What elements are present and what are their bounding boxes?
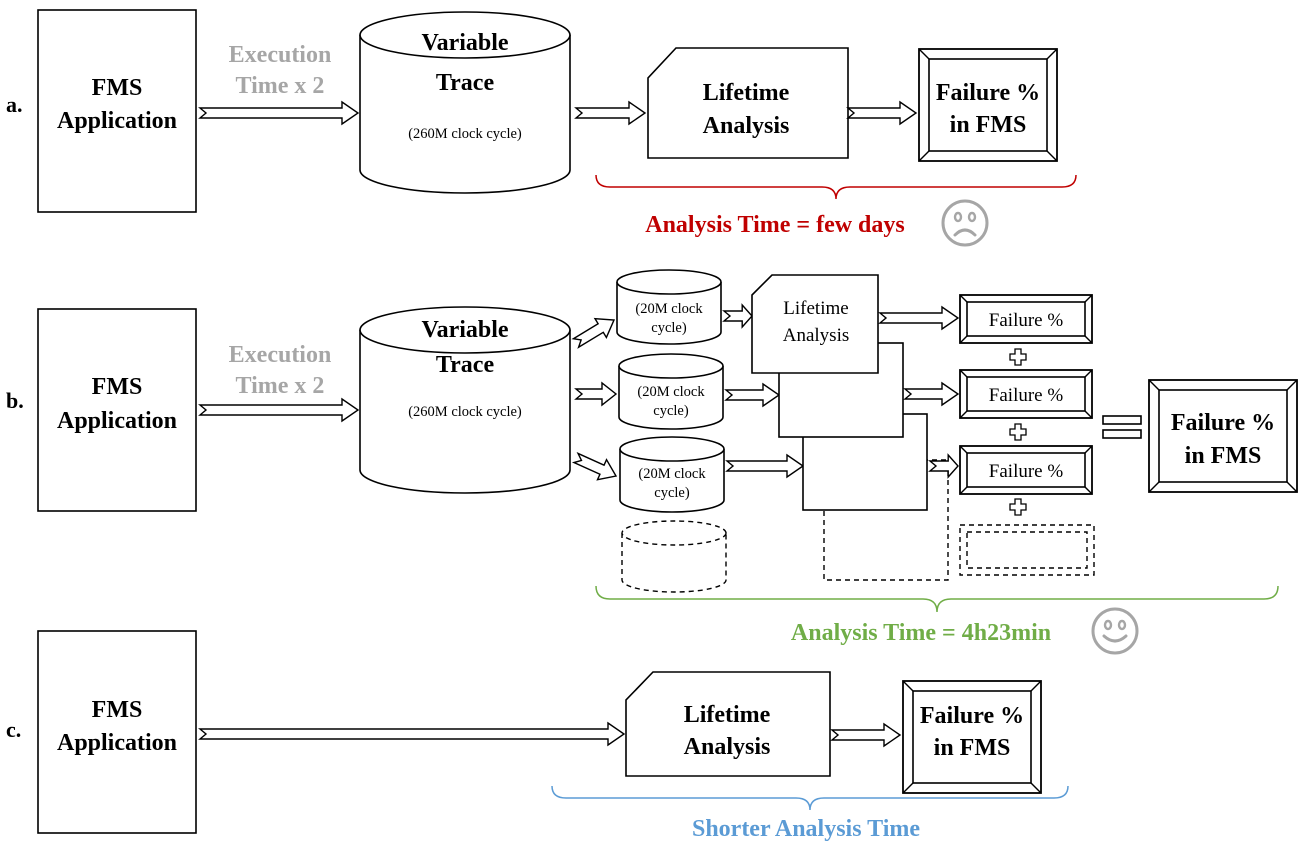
fms-application-box: [37, 9, 197, 213]
failure-percent-box: [959, 294, 1093, 344]
plus-icon: [1009, 348, 1027, 366]
fms-application-label-line1: FMS: [92, 75, 143, 101]
lifetime-analysis-label-line2: Analysis: [783, 325, 850, 346]
variable-trace-title-line1: Variable: [421, 317, 508, 343]
failure-in-fms-box: [918, 48, 1058, 162]
lifetime-analysis-label-line1: Lifetime: [703, 80, 790, 106]
row-c-marker: c.: [6, 717, 21, 742]
plus-icon: [1009, 423, 1027, 441]
failure-percent-label: Failure %: [989, 310, 1064, 331]
failure-percent-label: Failure %: [989, 461, 1064, 482]
block-arrow-icon: [571, 317, 616, 349]
block-arrow-icon: [574, 100, 647, 126]
execution-time-label-line1: Execution: [229, 342, 332, 368]
lifetime-analysis-label-line2: Analysis: [684, 734, 771, 760]
lifetime-analysis-label-line2: Analysis: [703, 113, 790, 139]
failure-percent-label: Failure %: [989, 385, 1064, 406]
fms-application-box: [37, 308, 197, 512]
analysis-time-4h23min: Analysis Time = 4h23min: [791, 620, 1051, 646]
analysis-time-brace: [595, 174, 1077, 200]
failure-in-fms-label-line1: Failure %: [936, 80, 1040, 106]
row-c: c. FMS Application Lifetime Analysis Fai…: [6, 630, 1069, 842]
lifetime-analysis-box: [751, 274, 879, 374]
fms-application-label-line1: FMS: [92, 374, 143, 400]
trace-chunk-cylinder: [619, 436, 725, 513]
block-arrow-icon: [846, 100, 918, 126]
row-b-marker: b.: [6, 388, 24, 413]
block-arrow-icon: [725, 453, 805, 479]
block-arrow-icon: [878, 305, 960, 331]
analysis-time-few-days: Analysis Time = few days: [645, 212, 905, 238]
lifetime-analysis-box: [625, 671, 831, 777]
block-arrow-icon: [198, 721, 626, 747]
fms-application-label-line2: Application: [57, 408, 177, 434]
execution-time-label-line2: Time x 2: [236, 73, 325, 99]
variable-trace-size: (260M clock cycle): [408, 404, 522, 420]
block-arrow-icon: [571, 452, 618, 481]
trace-chunk-label-line1: (20M clock: [638, 466, 706, 482]
variable-trace-cylinder: [359, 306, 571, 494]
variable-trace-title-line2: Trace: [436, 352, 495, 378]
block-arrow-icon: [724, 382, 781, 408]
trace-chunk-cylinder: [618, 353, 724, 430]
fms-application-label-line1: FMS: [92, 697, 143, 723]
trace-chunk-label-line1: (20M clock: [637, 384, 705, 400]
block-arrow-icon: [903, 381, 960, 407]
failure-in-fms-box: [1148, 379, 1298, 493]
block-arrow-icon: [722, 303, 753, 329]
lifetime-analysis-label-line1: Lifetime: [684, 702, 771, 728]
failure-in-fms-label-line2: in FMS: [1185, 443, 1262, 469]
analysis-time-brace: [551, 785, 1069, 811]
block-arrow-icon: [198, 397, 360, 423]
equals-icon: [1102, 415, 1142, 439]
smiley-face-icon: [1091, 607, 1139, 655]
execution-time-label-line1: Execution: [229, 42, 332, 68]
analysis-time-brace: [595, 585, 1279, 613]
trace-chunk-placeholder: [621, 520, 727, 593]
row-a-marker: a.: [6, 92, 23, 117]
failure-percent-placeholder: [959, 524, 1095, 576]
block-arrow-icon: [574, 381, 618, 407]
variable-trace-title-line1: Variable: [421, 30, 508, 56]
trace-chunk-label-line2: cycle): [651, 320, 687, 336]
block-arrow-icon: [830, 722, 902, 748]
row-a: a. FMS Application Execution Time x 2 Va…: [6, 9, 1077, 247]
plus-icon: [1009, 498, 1027, 516]
trace-chunk-label-line2: cycle): [653, 403, 689, 419]
failure-in-fms-label-line2: in FMS: [950, 112, 1027, 138]
trace-chunk-label-line1: (20M clock: [635, 301, 703, 317]
variable-trace-cylinder: [359, 11, 571, 194]
failure-in-fms-label-line1: Failure %: [920, 703, 1024, 729]
shorter-analysis-time: Shorter Analysis Time: [692, 816, 920, 842]
failure-in-fms-label-line2: in FMS: [934, 735, 1011, 761]
lifetime-analysis-label-line1: Lifetime: [783, 298, 848, 319]
lifetime-analysis-box: [647, 47, 849, 159]
failure-percent-box: [959, 369, 1093, 419]
failure-in-fms-box: [902, 680, 1042, 794]
variable-trace-size: (260M clock cycle): [408, 126, 522, 142]
execution-time-label-line2: Time x 2: [236, 373, 325, 399]
fms-application-label-line2: Application: [57, 730, 177, 756]
block-arrow-icon: [928, 453, 959, 479]
sad-face-icon: [941, 199, 989, 247]
trace-chunk-label-line2: cycle): [654, 485, 690, 501]
variable-trace-title-line2: Trace: [436, 70, 495, 96]
fms-application-box: [37, 630, 197, 834]
failure-in-fms-label-line1: Failure %: [1171, 410, 1275, 436]
trace-chunk-cylinder: [616, 269, 722, 345]
block-arrow-icon: [198, 100, 360, 126]
failure-percent-box: [959, 445, 1093, 495]
row-b: b. FMS Application Execution Time x 2 Va…: [6, 269, 1298, 655]
fms-application-label-line2: Application: [57, 108, 177, 134]
